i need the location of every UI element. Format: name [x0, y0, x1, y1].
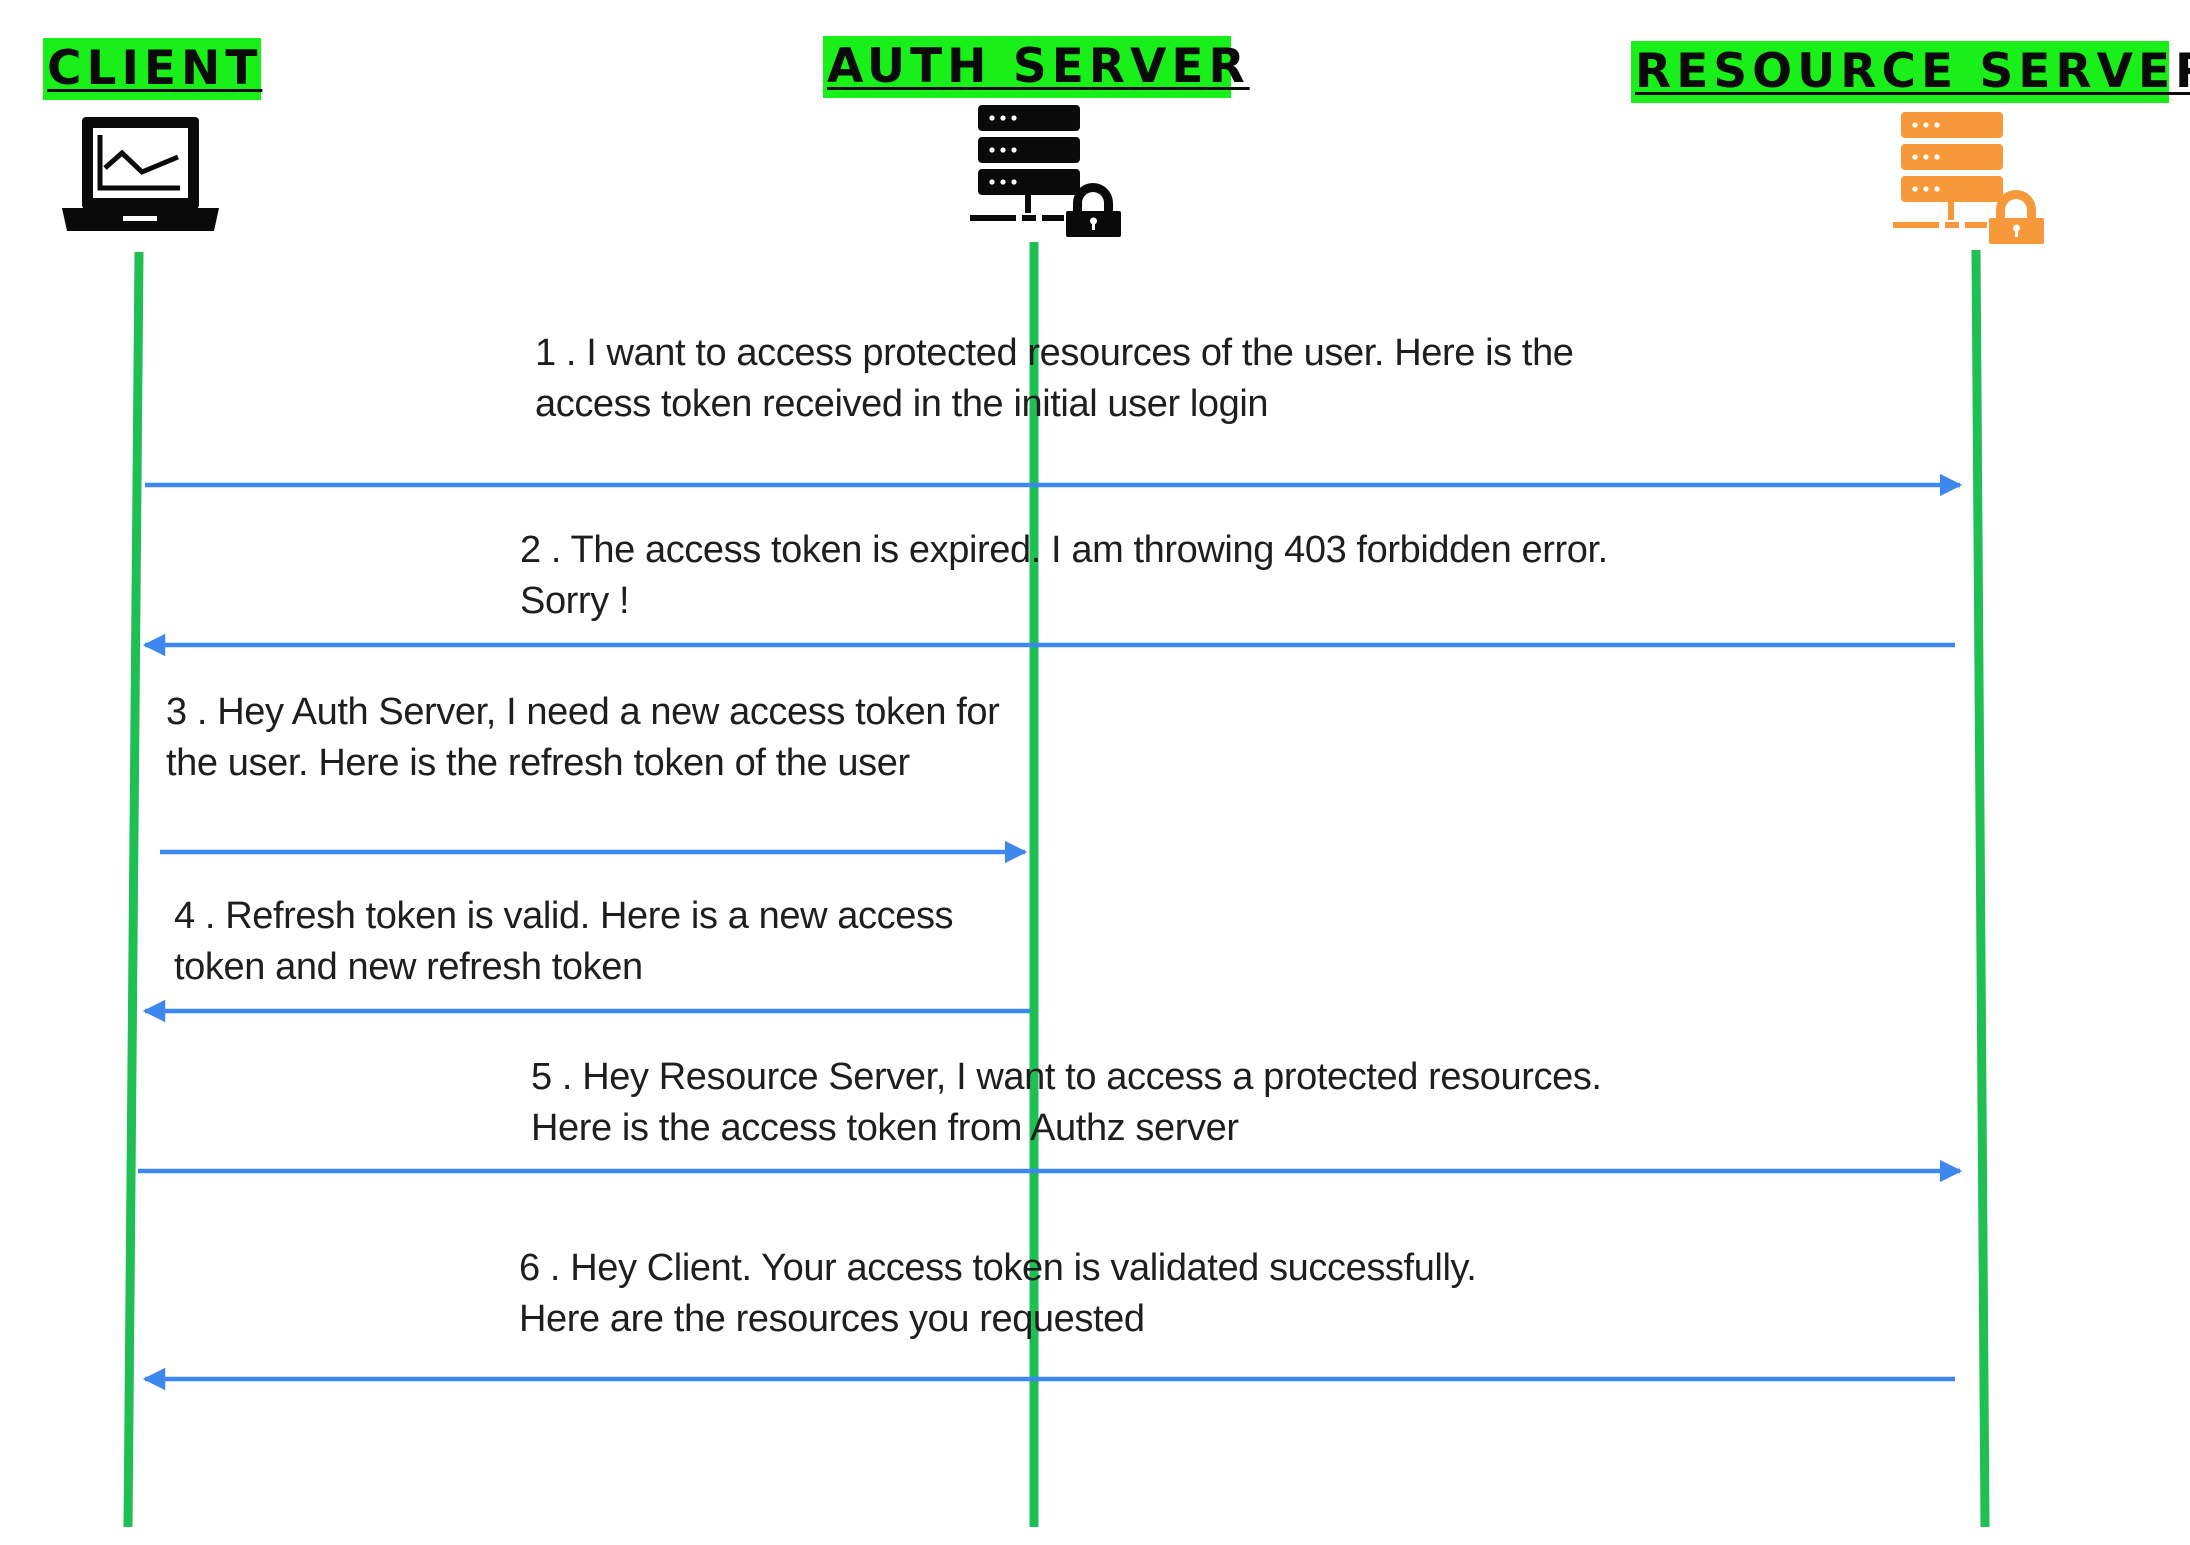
server-lock-icon	[1893, 112, 2044, 244]
message-3-text: 3 . Hey Auth Server, I need a new access…	[166, 687, 1000, 789]
message-3-line-1: 3 . Hey Auth Server, I need a new access…	[166, 691, 1000, 733]
message-5-line-2: Here is the access token from Authz serv…	[531, 1107, 1239, 1149]
client-lifeline	[123, 251, 144, 1528]
message-5-line-1: 5 . Hey Resource Server, I want to acces…	[531, 1056, 1602, 1098]
auth-server-label: AUTH SERVER	[823, 36, 1245, 98]
message-1-text: 1 . I want to access protected resources…	[535, 328, 1574, 430]
message-6-text: 6 . Hey Client. Your access token is val…	[519, 1243, 1477, 1345]
client-label: CLIENT	[43, 38, 261, 100]
resource-server-label: RESOURCE SERVER	[1631, 41, 2190, 103]
message-2-line-2: Sorry !	[520, 580, 630, 622]
message-2-line-1: 2 . The access token is expired. I am th…	[520, 529, 1608, 571]
message-4-line-1: 4 . Refresh token is valid. Here is a ne…	[174, 895, 954, 937]
message-5-text: 5 . Hey Resource Server, I want to acces…	[531, 1052, 1602, 1154]
message-4-text: 4 . Refresh token is valid. Here is a ne…	[174, 891, 954, 993]
message-6-line-1: 6 . Hey Client. Your access token is val…	[519, 1247, 1477, 1289]
message-6-line-2: Here are the resources you requested	[519, 1298, 1145, 1340]
message-4-line-2: token and new refresh token	[174, 946, 643, 988]
message-2-text: 2 . The access token is expired. I am th…	[520, 525, 1608, 627]
resource-server-lifeline	[1971, 249, 1990, 1528]
message-3-line-2: the user. Here is the refresh token of t…	[166, 742, 910, 784]
message-1-line-2: access token received in the initial use…	[535, 383, 1269, 425]
laptop-chart-icon	[62, 117, 219, 231]
message-1-line-1: 1 . I want to access protected resources…	[535, 332, 1574, 374]
server-lock-icon	[970, 105, 1121, 237]
